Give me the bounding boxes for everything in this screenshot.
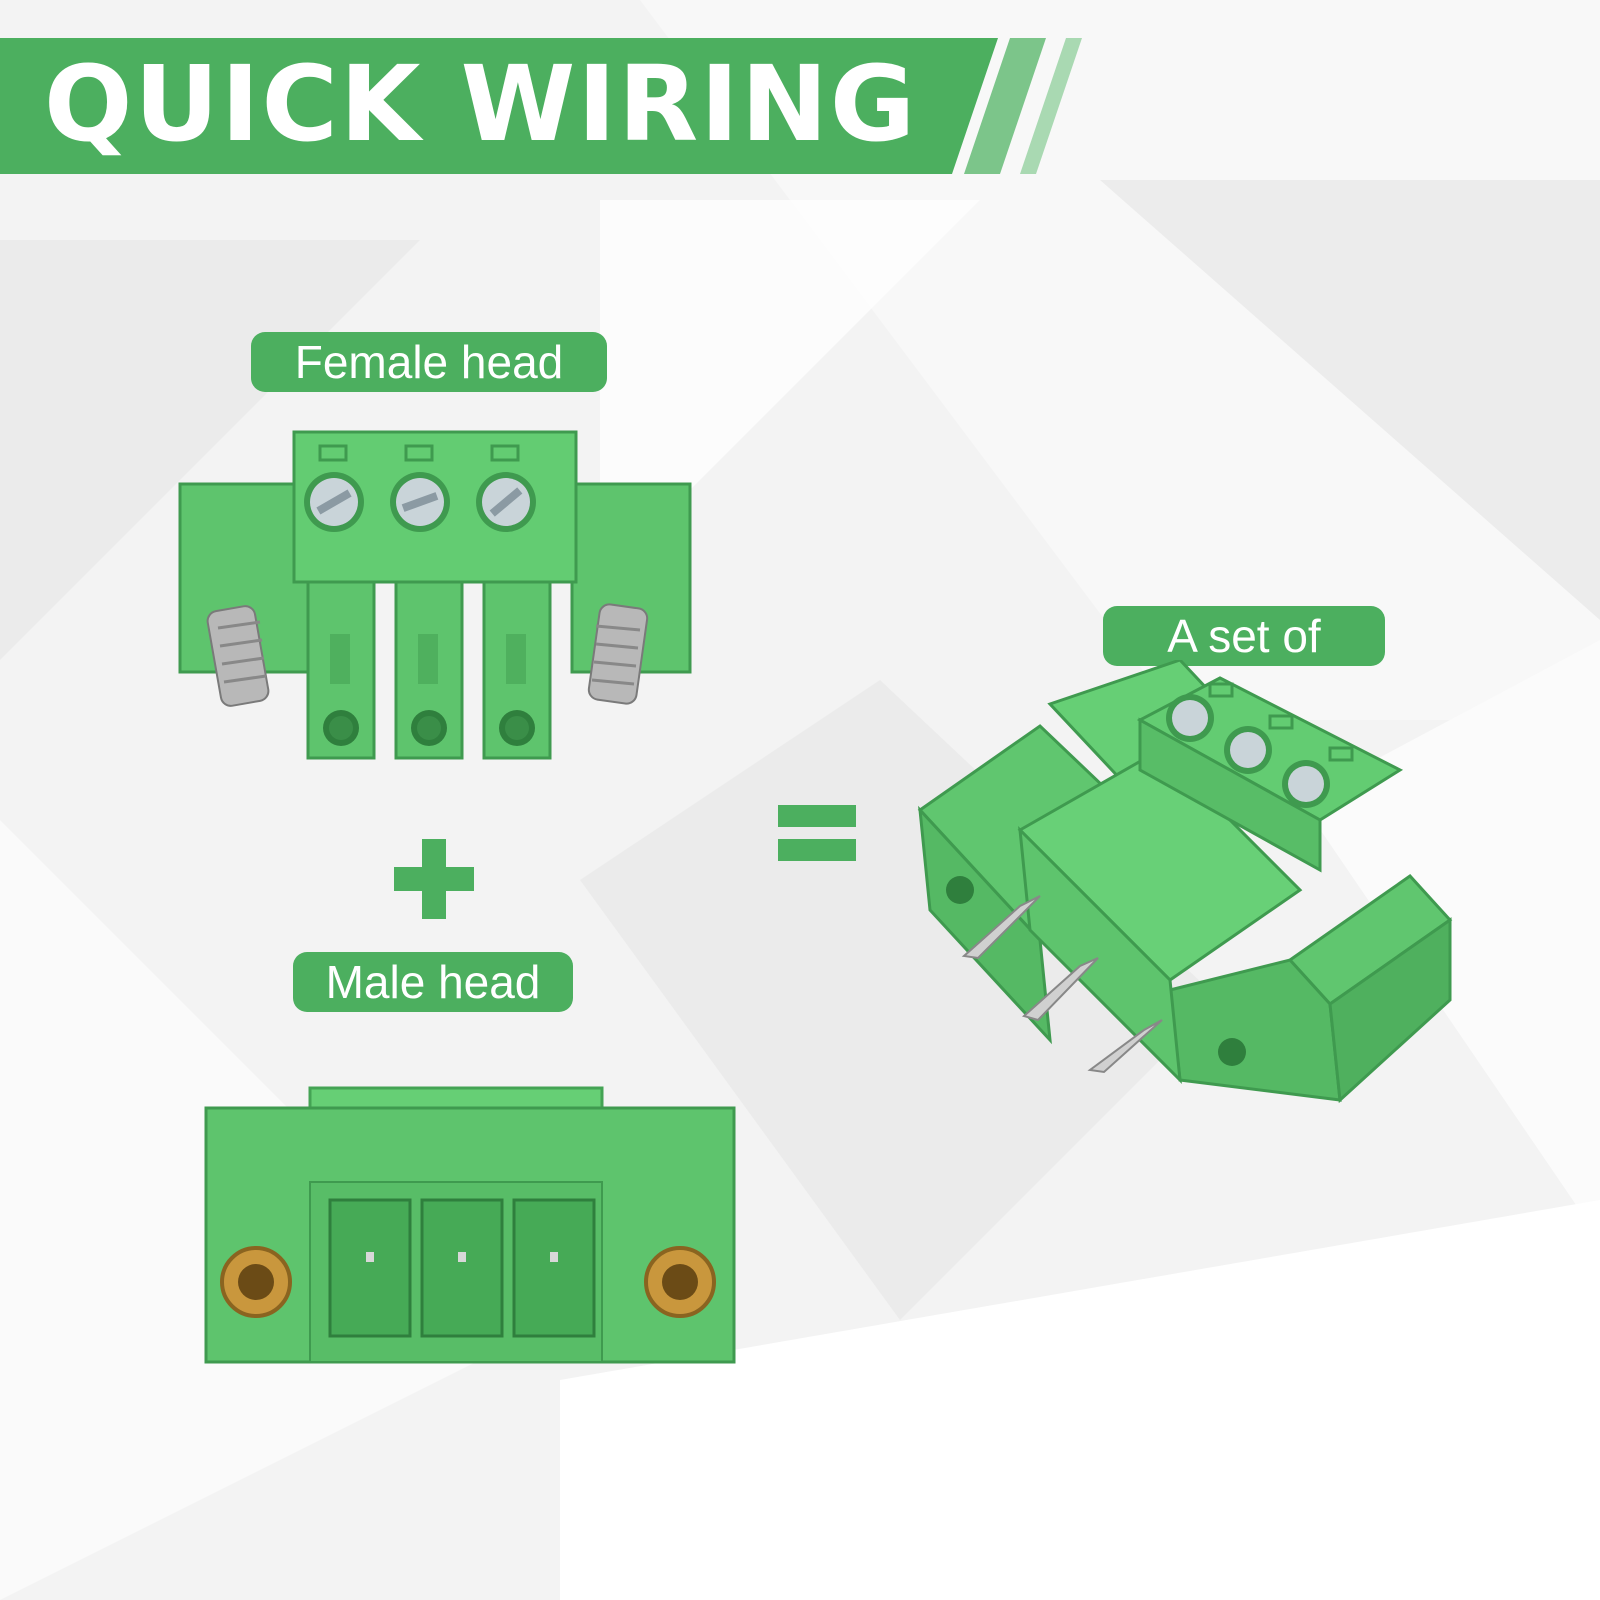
male-head-label: Male head bbox=[293, 952, 573, 1012]
assembled-set-image bbox=[917, 660, 1453, 1104]
screw-left bbox=[206, 605, 270, 707]
screw-right bbox=[587, 603, 649, 705]
banner-title: QUICK WIRING bbox=[44, 43, 918, 165]
banner-stripe bbox=[0, 38, 1082, 174]
female-head-label: Female head bbox=[251, 332, 607, 392]
plus-icon bbox=[394, 839, 474, 919]
set-label: A set of bbox=[1103, 606, 1385, 666]
male-head-image bbox=[204, 1086, 736, 1364]
female-head-image bbox=[178, 430, 692, 760]
equals-icon bbox=[778, 805, 856, 861]
